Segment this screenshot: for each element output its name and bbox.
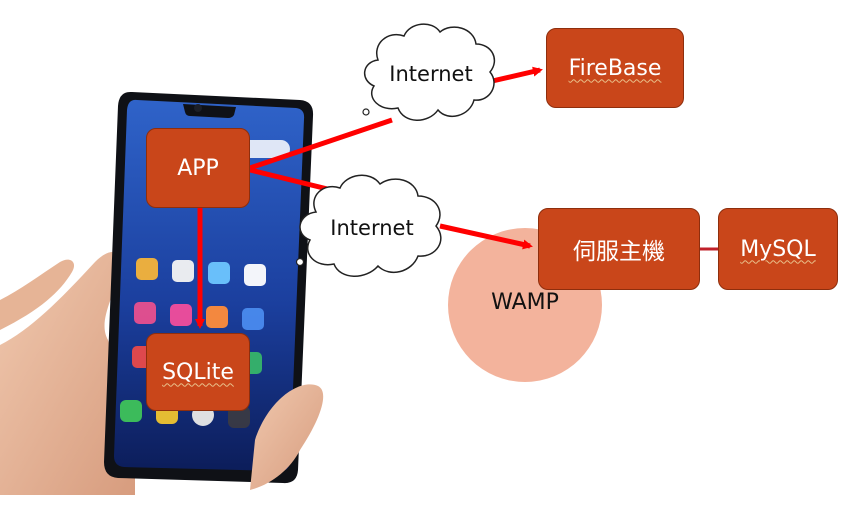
server-node: 伺服主機 xyxy=(538,208,700,290)
cloud-icon xyxy=(362,23,496,121)
cloud-label-top: Internet xyxy=(389,62,473,86)
arrow-cloud-to-server xyxy=(439,223,533,250)
firebase-node: FireBase xyxy=(546,28,684,108)
arrow-app-to-cloud-top xyxy=(249,117,393,171)
sqlite-node-label: SQLite xyxy=(162,359,234,385)
hand-illustration xyxy=(0,251,135,495)
sqlite-node: SQLite xyxy=(146,333,250,411)
mysql-node: MySQL xyxy=(718,208,838,290)
thumb-illustration xyxy=(250,384,324,490)
server-node-label: 伺服主機 xyxy=(573,239,665,265)
arrow-cloud-to-firebase xyxy=(487,66,543,85)
cloud-icon xyxy=(295,174,442,277)
app-node-label: APP xyxy=(177,155,219,181)
cloud-label-bottom: Internet xyxy=(330,216,414,240)
mysql-node-label: MySQL xyxy=(740,236,816,262)
firebase-node-label: FireBase xyxy=(568,55,662,81)
app-node: APP xyxy=(146,128,250,208)
wamp-label: WAMP xyxy=(491,290,559,315)
